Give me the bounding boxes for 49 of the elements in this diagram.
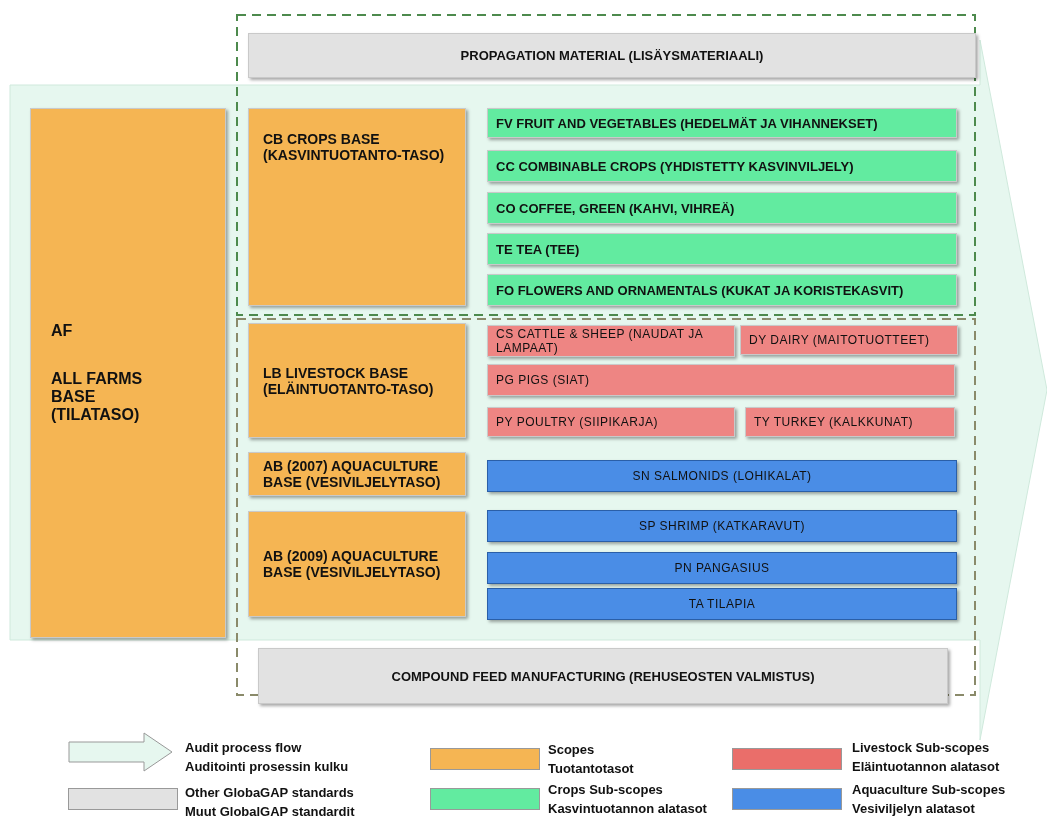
bar-label: CS CATTLE & SHEEP (NAUDAT JA LAMPAAT): [496, 327, 704, 355]
aquaculture-subscope-bar: [487, 552, 957, 584]
crop-subscope-bar: [487, 150, 957, 182]
legend-label: Other GlobaGAP standards Muut GlobalGAP standardit: [185, 784, 356, 821]
bar-label: PG PIGS (SIAT): [496, 373, 590, 387]
scope-box: [248, 452, 466, 496]
bar-label: CO COFFEE, GREEN (KAHVI, VIHREÄ): [496, 200, 735, 216]
bar-label: FO FLOWERS AND ORNAMENTALS (KUKAT JA KORISTEKASVIT): [496, 282, 904, 298]
standard-bar: [248, 33, 976, 78]
bar-label: TA TILAPIA: [688, 597, 756, 611]
scope-label: ALL FARMS BASE (TILATASO): [51, 370, 144, 424]
crop-subscope-bar: [487, 192, 957, 224]
bar-label: PN PANGASIUS: [674, 561, 770, 575]
bar-label: COMPOUND FEED MANUFACTURING (REHUSEOSTEN VALMISTUS): [391, 668, 815, 684]
scope-box: [248, 323, 466, 438]
crop-subscope-bar: [487, 233, 957, 265]
legend-label: Crops Sub-scopes Kasvintuotannon alatasot: [548, 781, 708, 818]
aquaculture-subscope-bar: [487, 510, 957, 542]
scope-box: [30, 108, 226, 638]
livestock-subscope-bar: [487, 325, 735, 357]
scope-label: AF: [51, 322, 73, 340]
bar-label: TE TEA (TEE): [496, 241, 580, 257]
crop-subscope-bar: [487, 274, 957, 306]
livestock-subscope-bar: [740, 325, 958, 355]
scope-box: [248, 108, 466, 306]
bar-label: CC COMBINABLE CROPS (YHDISTETTY KASVINVILJELY): [496, 158, 854, 174]
legend-label: Scopes Tuotantotasot: [548, 741, 635, 778]
bar-label: PY POULTRY (SIIPIKARJA): [496, 415, 658, 429]
legend-label: Aquaculture Sub-scopes Vesiviljelyn alatasot: [852, 781, 1007, 818]
bar-label: AB (2009) AQUACULTURE BASE (VESIVILJELYTASO): [263, 548, 442, 580]
crop-subscope-bar: [487, 108, 957, 138]
bar-label: LB LIVESTOCK BASE (ELÄINTUOTANTO-TASO): [263, 364, 435, 397]
bar-label: DY DAIRY (MAITOTUOTTEET): [749, 333, 930, 347]
bar-label: TY TURKEY (KALKKUNAT): [754, 415, 913, 429]
legend-label: Audit process flow Auditointi prosessin kulku: [185, 739, 350, 776]
livestock-subscope-bar: [487, 407, 735, 437]
legend-label: Livestock Sub-scopes Eläintuotannon alatasot: [852, 739, 1001, 776]
livestock-subscope-bar: [745, 407, 955, 437]
bar-label: CB CROPS BASE (KASVINTUOTANTO-TASO): [263, 131, 446, 163]
scope-box: [248, 511, 466, 617]
aquaculture-subscope-bar: [487, 588, 957, 620]
bar-label: AB (2007) AQUACULTURE BASE (VESIVILJELYTASO): [263, 458, 442, 490]
standard-bar: [258, 648, 948, 704]
bar-label: FV FRUIT AND VEGETABLES (HEDELMÄT JA VIHANNEKSET): [496, 115, 878, 131]
bar-label: SP SHRIMP (KATKARAVUT): [638, 519, 806, 533]
bar-label: SN SALMONIDS (LOHIKALAT): [632, 469, 812, 483]
bar-label: PROPAGATION MATERIAL (LISÄYSMATERIAALI): [460, 48, 764, 63]
aquaculture-subscope-bar: [487, 460, 957, 492]
livestock-subscope-bar: [487, 364, 955, 396]
